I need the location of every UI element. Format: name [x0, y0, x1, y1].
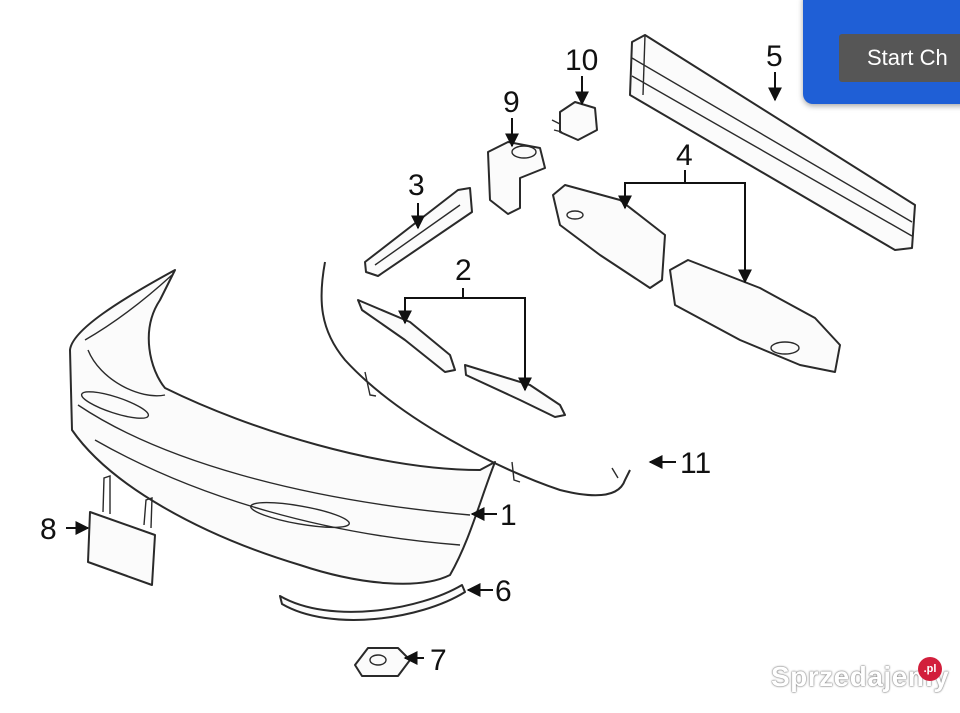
clip-part	[354, 647, 411, 677]
callout-2: 2	[455, 254, 472, 287]
start-button[interactable]: Start Ch	[839, 34, 960, 82]
callout-7: 7	[430, 644, 447, 677]
bumper-cover-part	[69, 269, 496, 585]
callout-3: 3	[408, 169, 425, 202]
sensor-bracket-part	[487, 141, 546, 215]
wiring-harness-part	[320, 261, 631, 497]
leader-lines	[66, 72, 782, 665]
lower-molding-part	[279, 584, 466, 621]
callout-4: 4	[676, 139, 693, 172]
callout-5: 5	[766, 40, 783, 73]
energy-absorber-part	[552, 184, 841, 373]
watermark-badge: .pl	[918, 657, 942, 681]
callout-9: 9	[503, 86, 520, 119]
impact-bar-part	[629, 34, 916, 251]
tow-hook-cover-part	[87, 475, 156, 586]
callout-11: 11	[680, 447, 711, 480]
callout-8: 8	[40, 513, 57, 546]
upper-bracket-part	[364, 187, 473, 277]
callout-1: 1	[500, 499, 517, 532]
overlay-card: Start Ch	[803, 0, 960, 104]
parking-sensor-part	[551, 101, 598, 141]
callout-6: 6	[495, 575, 512, 608]
callout-10: 10	[565, 44, 598, 77]
side-bracket-part	[357, 299, 566, 418]
